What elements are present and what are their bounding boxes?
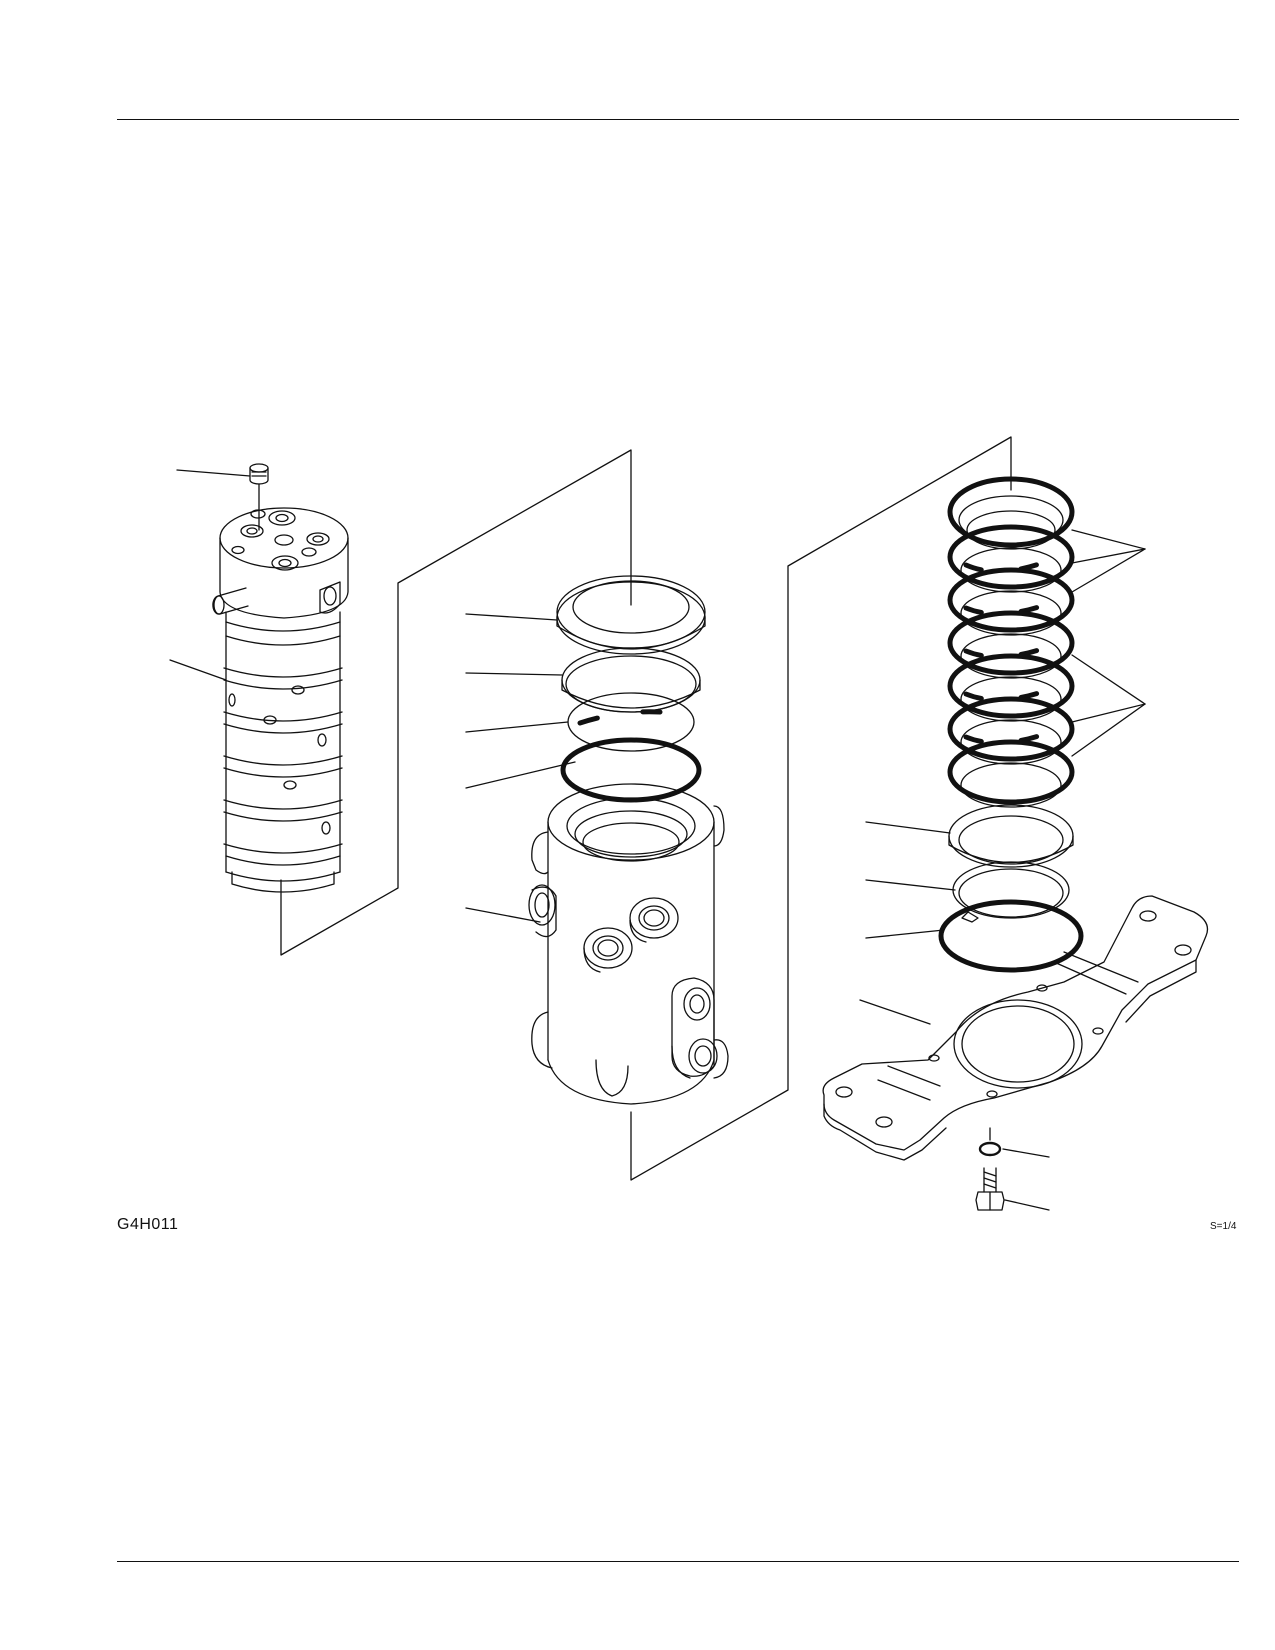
plug: [250, 464, 268, 484]
footer-rule: [117, 1561, 1239, 1562]
leaders-slipper-seals: [1072, 530, 1145, 756]
swivel-body: [529, 784, 728, 1104]
large-o-ring: [941, 902, 1081, 970]
o-ring: [563, 740, 699, 800]
spacer-ring: [949, 805, 1073, 867]
spring-washer: [980, 1128, 1000, 1155]
leader-plug: [177, 470, 259, 530]
leaders-middle-seals: [466, 614, 575, 922]
leader-rotor-shaft: [170, 660, 226, 680]
cover-seal: [557, 576, 705, 654]
assembly-bracket-right: [631, 437, 1011, 1180]
header-rule: [117, 119, 1239, 120]
leaders-right-seals: [860, 822, 1049, 1210]
slipper-seals: [950, 479, 1072, 807]
stopper-plate: [823, 896, 1207, 1160]
assembly-bracket-left: [281, 450, 631, 955]
bolt: [976, 1168, 1004, 1210]
rotor-shaft: [213, 508, 348, 892]
snap-ring: [953, 862, 1069, 922]
figure-code: G4H011: [117, 1216, 179, 1233]
figure-scale: S=1/4: [1210, 1221, 1237, 1232]
ring: [562, 648, 700, 712]
